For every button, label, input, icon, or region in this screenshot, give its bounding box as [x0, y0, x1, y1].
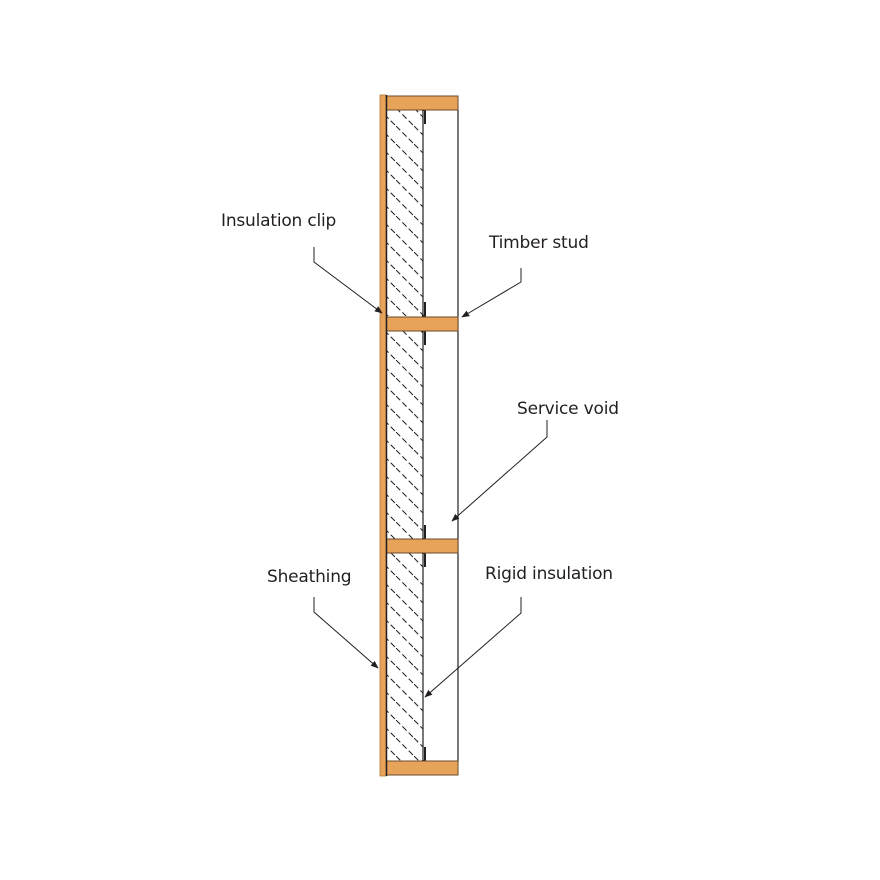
timber-stud-lower [385, 538, 459, 554]
timber-stud-middle [385, 316, 459, 332]
leader-insulation-clip [313, 247, 383, 314]
label-timber-stud: Timber stud [489, 233, 589, 253]
timber-stud-top [385, 95, 459, 111]
label-service-void: Service void [517, 399, 619, 419]
label-insulation-clip: Insulation clip [221, 211, 337, 231]
timber-studs [385, 95, 459, 776]
sheathing [379, 94, 388, 777]
rigid-insulation [387, 110, 424, 761]
leader-service-void [451, 420, 548, 522]
label-sheathing: Sheathing [267, 567, 352, 587]
leader-rigid-insulation [424, 597, 522, 698]
timber-stud-bottom [385, 760, 459, 776]
label-rigid-insulation: Rigid insulation [485, 564, 613, 584]
leader-sheathing [313, 597, 379, 669]
leader-timber-stud [461, 268, 522, 318]
